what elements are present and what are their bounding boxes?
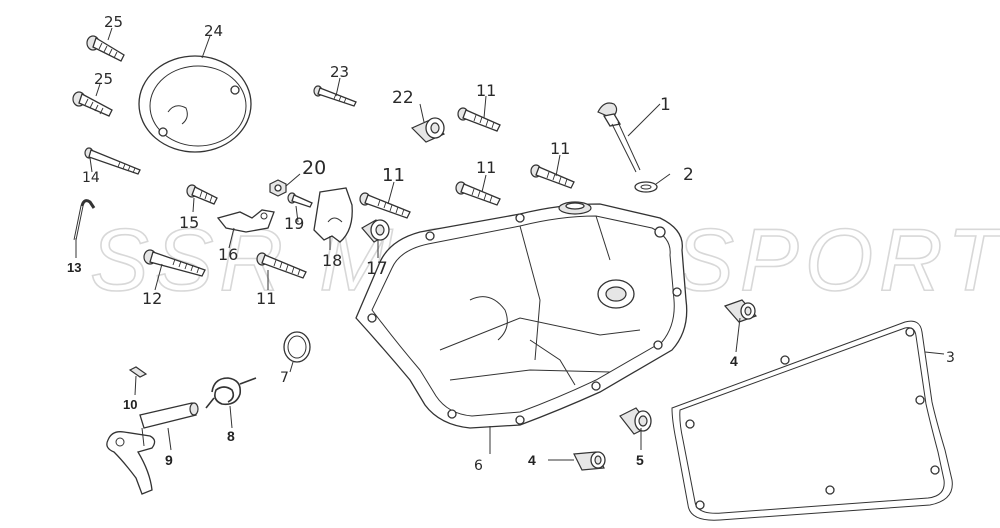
callout-11-c: 11 (550, 139, 570, 158)
callout-11-a: 11 (476, 81, 496, 100)
bolt-part-14 (84, 147, 141, 175)
callout-13: 13 (67, 260, 81, 275)
bolt-part-11-c (530, 164, 575, 189)
clutch-cover-part-6 (355, 201, 688, 429)
bolt-part-11-d (359, 192, 411, 219)
round-cover-part-24 (138, 55, 252, 153)
callout-18: 18 (322, 251, 342, 270)
callout-2: 2 (683, 165, 694, 185)
callout-24: 24 (204, 22, 223, 40)
roller-part-22 (410, 117, 446, 143)
o-ring-part-7 (283, 331, 311, 363)
screw-part-25-lower (72, 91, 113, 117)
collar-part-17 (361, 219, 390, 243)
washer-part-2 (634, 181, 658, 193)
callout-23: 23 (330, 63, 349, 81)
bolt-part-12 (143, 249, 206, 277)
callout-16: 16 (218, 245, 238, 264)
callout-11-d: 11 (382, 165, 405, 186)
bracket-part-18 (313, 187, 353, 243)
callout-11-b: 11 (476, 158, 496, 177)
callout-6: 6 (474, 458, 483, 474)
callout-9: 9 (165, 452, 173, 468)
plate-part-16 (216, 209, 275, 233)
callout-12: 12 (142, 289, 162, 308)
callout-22: 22 (392, 88, 414, 108)
nut-part-20 (269, 179, 287, 197)
collar-part-5 (619, 407, 652, 435)
bolt-part-19 (287, 192, 313, 208)
screw-part-25-upper (86, 35, 125, 62)
pin-part-10 (128, 366, 148, 378)
callout-1: 1 (660, 95, 671, 115)
gasket-part-3 (671, 320, 953, 521)
bolt-part-15 (186, 184, 218, 205)
bolt-part-11-a (457, 107, 501, 132)
callout-10: 10 (123, 397, 137, 412)
shaft-part-9 (106, 402, 199, 495)
callout-25-upper: 25 (104, 13, 123, 31)
callout-8: 8 (227, 428, 235, 444)
leader-lines (75, 27, 945, 461)
dipstick-part-1 (597, 102, 641, 173)
callout-25-lower: 25 (94, 70, 113, 88)
callout-19: 19 (284, 214, 304, 233)
callout-labels: 25 25 24 14 13 15 16 19 20 18 12 11 23 2… (67, 13, 955, 474)
pin-part-13 (73, 199, 96, 241)
callout-4-lower: 4 (528, 452, 536, 468)
callout-14: 14 (82, 170, 100, 186)
bolt-part-11-e (256, 252, 307, 279)
dowel-part-4-lower (573, 451, 606, 471)
callout-5: 5 (636, 452, 644, 468)
dowel-part-4-upper (723, 299, 758, 323)
callout-17: 17 (366, 259, 388, 279)
spring-part-8 (205, 377, 257, 409)
callout-7: 7 (280, 370, 289, 386)
callout-15: 15 (179, 213, 199, 232)
bolt-part-11-b (455, 181, 501, 206)
callout-11-e: 11 (256, 289, 276, 308)
callout-3: 3 (946, 350, 955, 366)
bolt-part-23 (313, 85, 357, 107)
callout-20: 20 (302, 157, 326, 179)
callout-4-upper: 4 (730, 353, 738, 369)
